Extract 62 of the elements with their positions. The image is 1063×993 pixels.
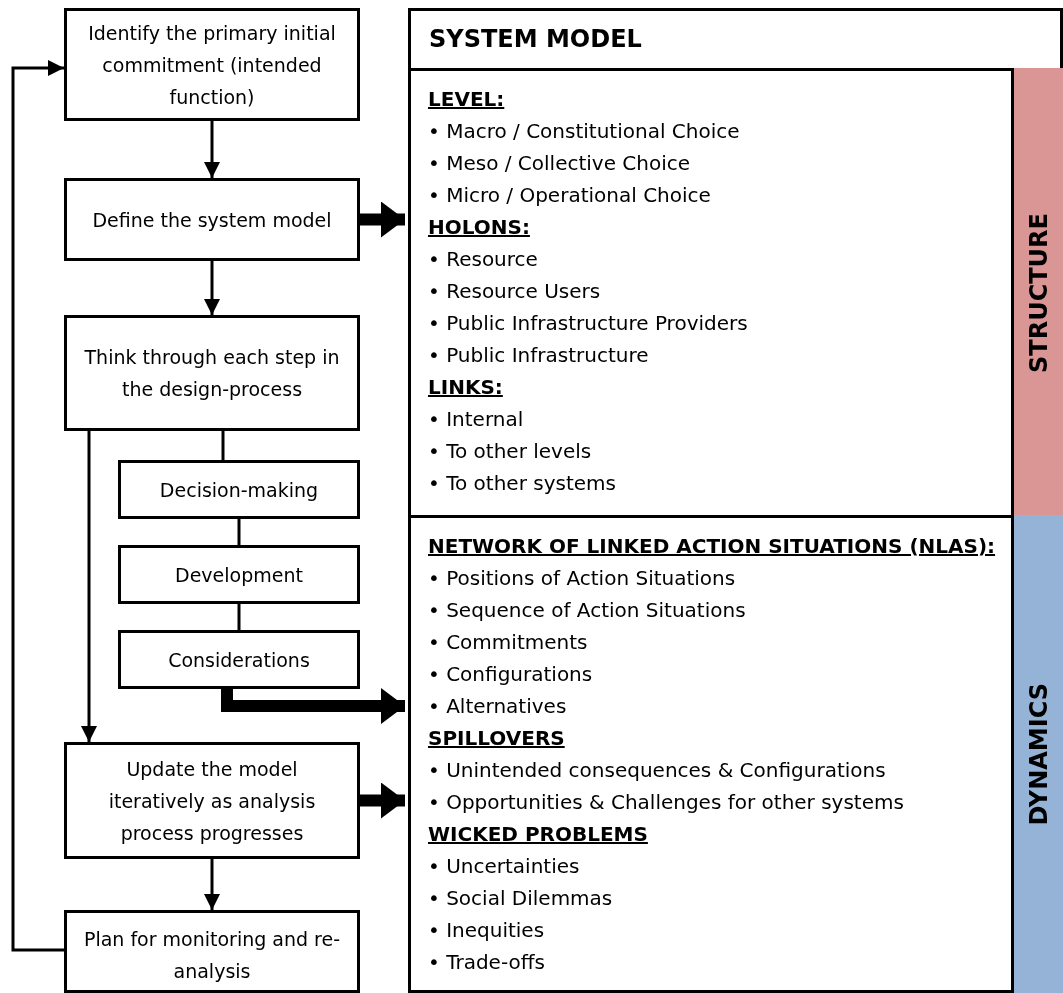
block-arrow — [221, 688, 405, 724]
dynamics-band — [1011, 515, 1063, 993]
box-label: Development — [174, 562, 304, 588]
list-item: • Micro / Operational Choice — [428, 182, 711, 209]
process-box — [64, 178, 360, 261]
structure-band — [1011, 68, 1063, 518]
process-box — [64, 742, 360, 859]
band-label: STRUCTURE — [1023, 213, 1054, 373]
section-heading: LEVEL: — [428, 86, 505, 113]
arrow — [204, 121, 220, 178]
connector-line — [237, 519, 241, 545]
dynamics-section — [408, 515, 1063, 993]
section-heading: NETWORK OF LINKED ACTION SITUATIONS (NLAS): — [428, 533, 996, 560]
structure-section — [408, 68, 1063, 518]
list-item: • Commitments — [428, 629, 588, 656]
sub-step-box — [118, 545, 360, 604]
box-label: Update the model iteratively as analysis process progresses — [107, 756, 317, 846]
list-item: • Resource Users — [428, 278, 601, 305]
list-item: • Configurations — [428, 661, 593, 688]
list-item: • Internal — [428, 406, 524, 433]
list-item: • Opportunities & Challenges for other systems — [428, 789, 904, 816]
arrow — [204, 261, 220, 315]
list-item: • Trade-offs — [428, 949, 545, 976]
section-heading: WICKED PROBLEMS — [428, 821, 648, 848]
box-label: Define the system model — [91, 207, 333, 233]
sub-step-box — [118, 630, 360, 689]
box-label: Plan for monitoring and re-analysis — [82, 927, 342, 984]
box-label: Think through each step in the design-process — [83, 345, 341, 402]
box-label: Considerations — [167, 647, 311, 673]
list-item: • Public Infrastructure Providers — [428, 310, 748, 337]
list-item: • Positions of Action Situations — [428, 565, 736, 592]
section-heading: SPILLOVERS — [428, 725, 565, 752]
list-item: • Inequities — [428, 917, 545, 944]
list-item: • To other systems — [428, 470, 616, 497]
arrow — [81, 431, 97, 742]
list-item: • Resource — [428, 246, 538, 273]
arrow — [204, 859, 220, 910]
connector-line — [237, 604, 241, 630]
list-item: • Macro / Constitutional Choice — [428, 118, 740, 145]
panel-title: SYSTEM MODEL — [429, 24, 642, 55]
process-box — [64, 8, 360, 121]
list-item: • Meso / Collective Choice — [428, 150, 691, 177]
block-arrow — [360, 201, 405, 238]
sub-step-box — [118, 460, 360, 519]
section-heading: LINKS: — [428, 374, 503, 401]
list-item: • Public Infrastructure — [428, 342, 649, 369]
list-item: • Sequence of Action Situations — [428, 597, 746, 624]
list-item: • Uncertainties — [428, 853, 580, 880]
band-label: DYNAMICS — [1023, 682, 1054, 826]
list-item: • Alternatives — [428, 693, 567, 720]
block-arrow — [360, 782, 405, 819]
arrow — [11, 60, 64, 952]
list-item: • To other levels — [428, 438, 592, 465]
system-model-panel — [408, 8, 1063, 993]
section-heading: HOLONS: — [428, 214, 530, 241]
box-label: Identify the primary initial commitment (intended function) — [87, 20, 337, 110]
process-box — [64, 910, 360, 993]
process-box — [64, 315, 360, 431]
list-item: • Unintended consequences & Configurations — [428, 757, 886, 784]
connector-line — [221, 431, 225, 460]
box-label: Decision-making — [158, 477, 320, 503]
list-item: • Social Dilemmas — [428, 885, 613, 912]
